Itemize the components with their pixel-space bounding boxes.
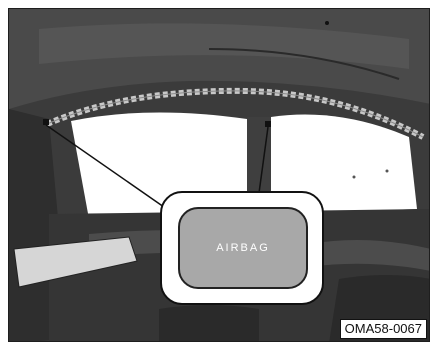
roof-fixture <box>325 21 329 25</box>
airbag-badge: AIRBAG <box>178 207 308 289</box>
airbag-location-marker-icon <box>43 119 49 125</box>
airbag-location-marker-icon <box>265 121 271 127</box>
airbag-label: AIRBAG <box>216 242 270 254</box>
front-seat <box>159 305 259 342</box>
callout-bubble: AIRBAG <box>160 191 324 305</box>
figure-reference-code: OMA58-0067 <box>340 319 427 339</box>
window-detail <box>386 170 389 173</box>
window-detail <box>353 176 356 179</box>
airbag-illustration: AIRBAG OMA58-0067 <box>8 8 430 342</box>
